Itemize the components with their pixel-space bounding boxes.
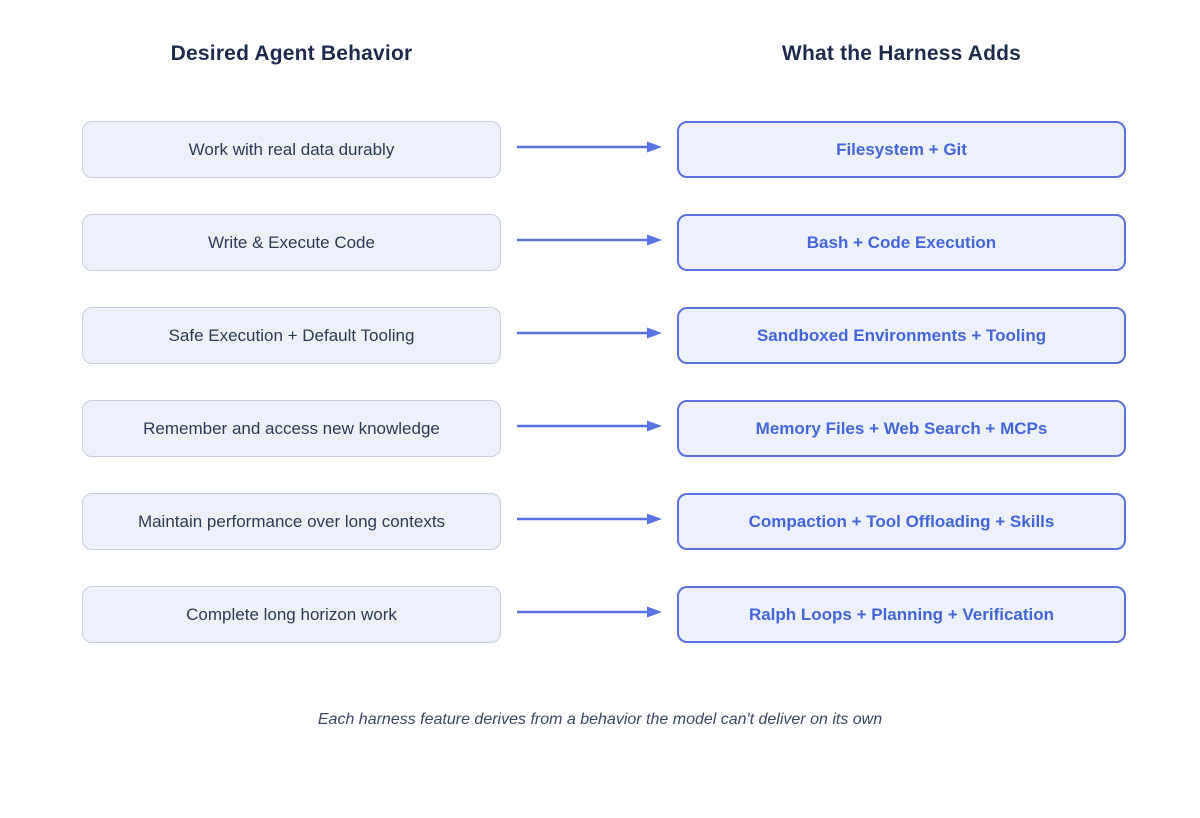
harness-box: Sandboxed Environments + Tooling (677, 307, 1126, 364)
diagram-row: Write & Execute Code Bash + Code Executi… (82, 214, 1126, 271)
behavior-box: Work with real data durably (82, 121, 501, 178)
right-column-header: What the Harness Adds (781, 42, 1022, 65)
arrow-cell (501, 214, 677, 271)
right-arrow-icon (509, 326, 669, 345)
right-arrow-icon (509, 140, 669, 159)
diagram-rows: Work with real data durably Filesystem +… (82, 121, 1126, 679)
diagram-row: Safe Execution + Default Tooling Sandbox… (82, 307, 1126, 364)
harness-box: Compaction + Tool Offloading + Skills (677, 493, 1126, 550)
behavior-box: Remember and access new knowledge (82, 400, 501, 457)
diagram-row: Maintain performance over long contexts … (82, 493, 1126, 550)
right-arrow-icon (509, 512, 669, 531)
diagram-row: Complete long horizon work Ralph Loops +… (82, 586, 1126, 643)
left-column-header: Desired Agent Behavior (170, 42, 413, 65)
behavior-box: Complete long horizon work (82, 586, 501, 643)
right-arrow-icon (509, 233, 669, 252)
arrow-cell (501, 493, 677, 550)
arrow-cell (501, 121, 677, 178)
harness-box: Filesystem + Git (677, 121, 1126, 178)
harness-box: Bash + Code Execution (677, 214, 1126, 271)
behavior-box: Write & Execute Code (82, 214, 501, 271)
harness-box: Ralph Loops + Planning + Verification (677, 586, 1126, 643)
behavior-box: Safe Execution + Default Tooling (82, 307, 501, 364)
right-arrow-icon (509, 605, 669, 624)
behavior-box: Maintain performance over long contexts (82, 493, 501, 550)
arrow-cell (501, 307, 677, 364)
diagram-row: Remember and access new knowledge Memory… (82, 400, 1126, 457)
arrow-cell (501, 586, 677, 643)
harness-box: Memory Files + Web Search + MCPs (677, 400, 1126, 457)
right-arrow-icon (509, 419, 669, 438)
diagram-row: Work with real data durably Filesystem +… (82, 121, 1126, 178)
footer-caption: Each harness feature derives from a beha… (317, 711, 883, 728)
arrow-cell (501, 400, 677, 457)
